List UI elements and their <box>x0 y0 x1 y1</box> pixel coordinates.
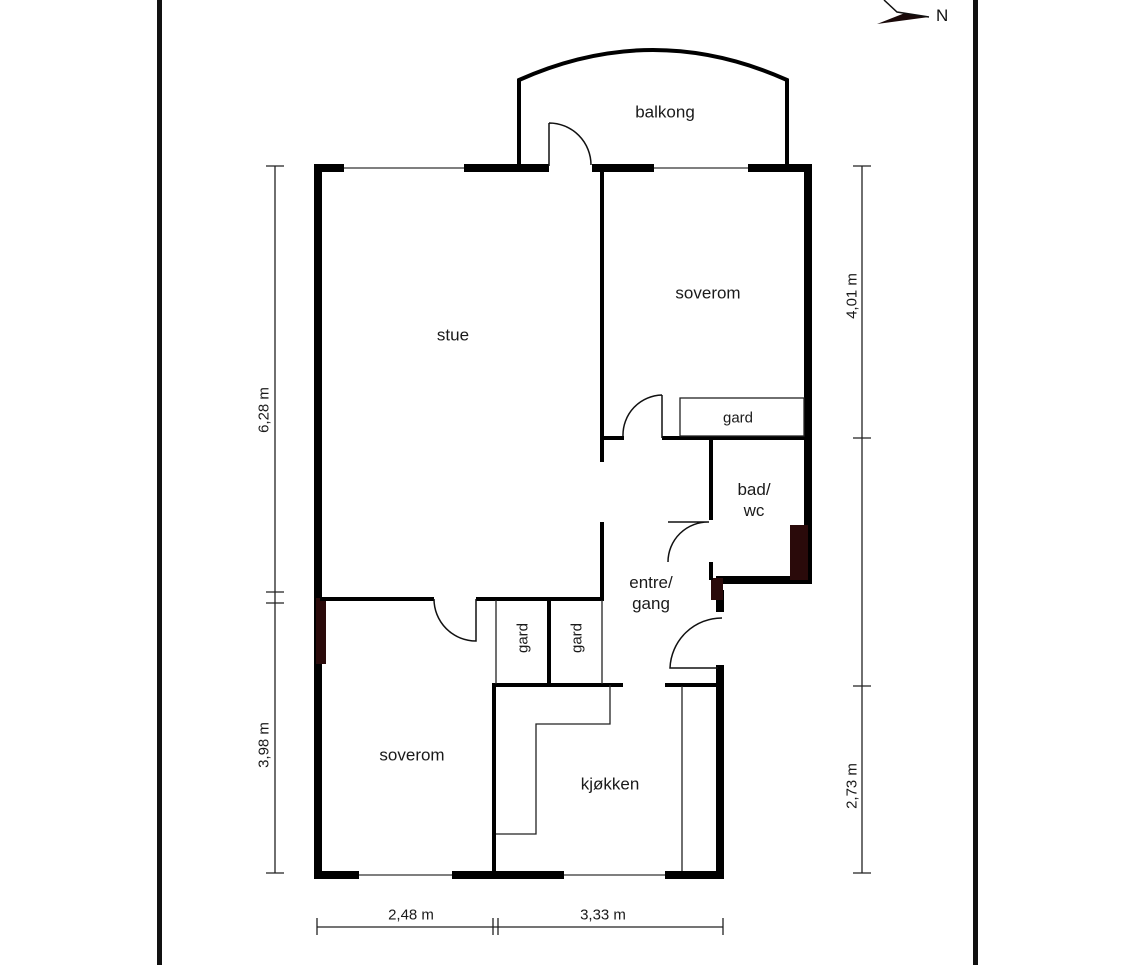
dimension-right-bottom: 2,73 m <box>843 763 861 809</box>
windows <box>344 167 748 876</box>
accent-wall-bath <box>790 525 808 580</box>
room-label-wardrobe-left: gard <box>514 622 532 654</box>
room-label-living-room: stue <box>436 325 470 345</box>
dimension-bottom-right: 3,33 m <box>580 906 626 924</box>
furniture-lines <box>495 397 805 871</box>
dimension-right-top: 4,01 m <box>843 273 861 319</box>
doors <box>433 122 723 669</box>
dimension-lines <box>266 165 871 935</box>
room-label-wardrobe-right: gard <box>568 622 586 654</box>
accent-wall-left <box>316 598 326 664</box>
dimension-left-bottom: 3,98 m <box>255 722 273 768</box>
room-label-bedroom-bottom: soverom <box>379 745 445 765</box>
room-label-kitchen: kjøkken <box>580 774 640 794</box>
dimension-left-top: 6,28 m <box>255 387 273 433</box>
accent-wall-entry <box>711 578 723 600</box>
page-border-left <box>157 0 162 965</box>
balcony-outline <box>517 48 789 164</box>
room-label-wardrobe-top: gard <box>722 409 754 427</box>
room-label-bathroom: bad/ wc <box>737 480 771 520</box>
exterior-walls <box>314 164 812 879</box>
room-label-hallway: entre/ gang <box>629 573 673 613</box>
north-label: N <box>936 6 949 25</box>
interior-walls <box>320 170 806 873</box>
north-arrow-icon <box>877 0 930 24</box>
room-label-bedroom-top: soverom <box>675 283 741 303</box>
page-border-right <box>973 0 978 965</box>
dimension-bottom-left: 2,48 m <box>388 906 434 924</box>
room-label-balcony: balkong <box>635 102 695 122</box>
